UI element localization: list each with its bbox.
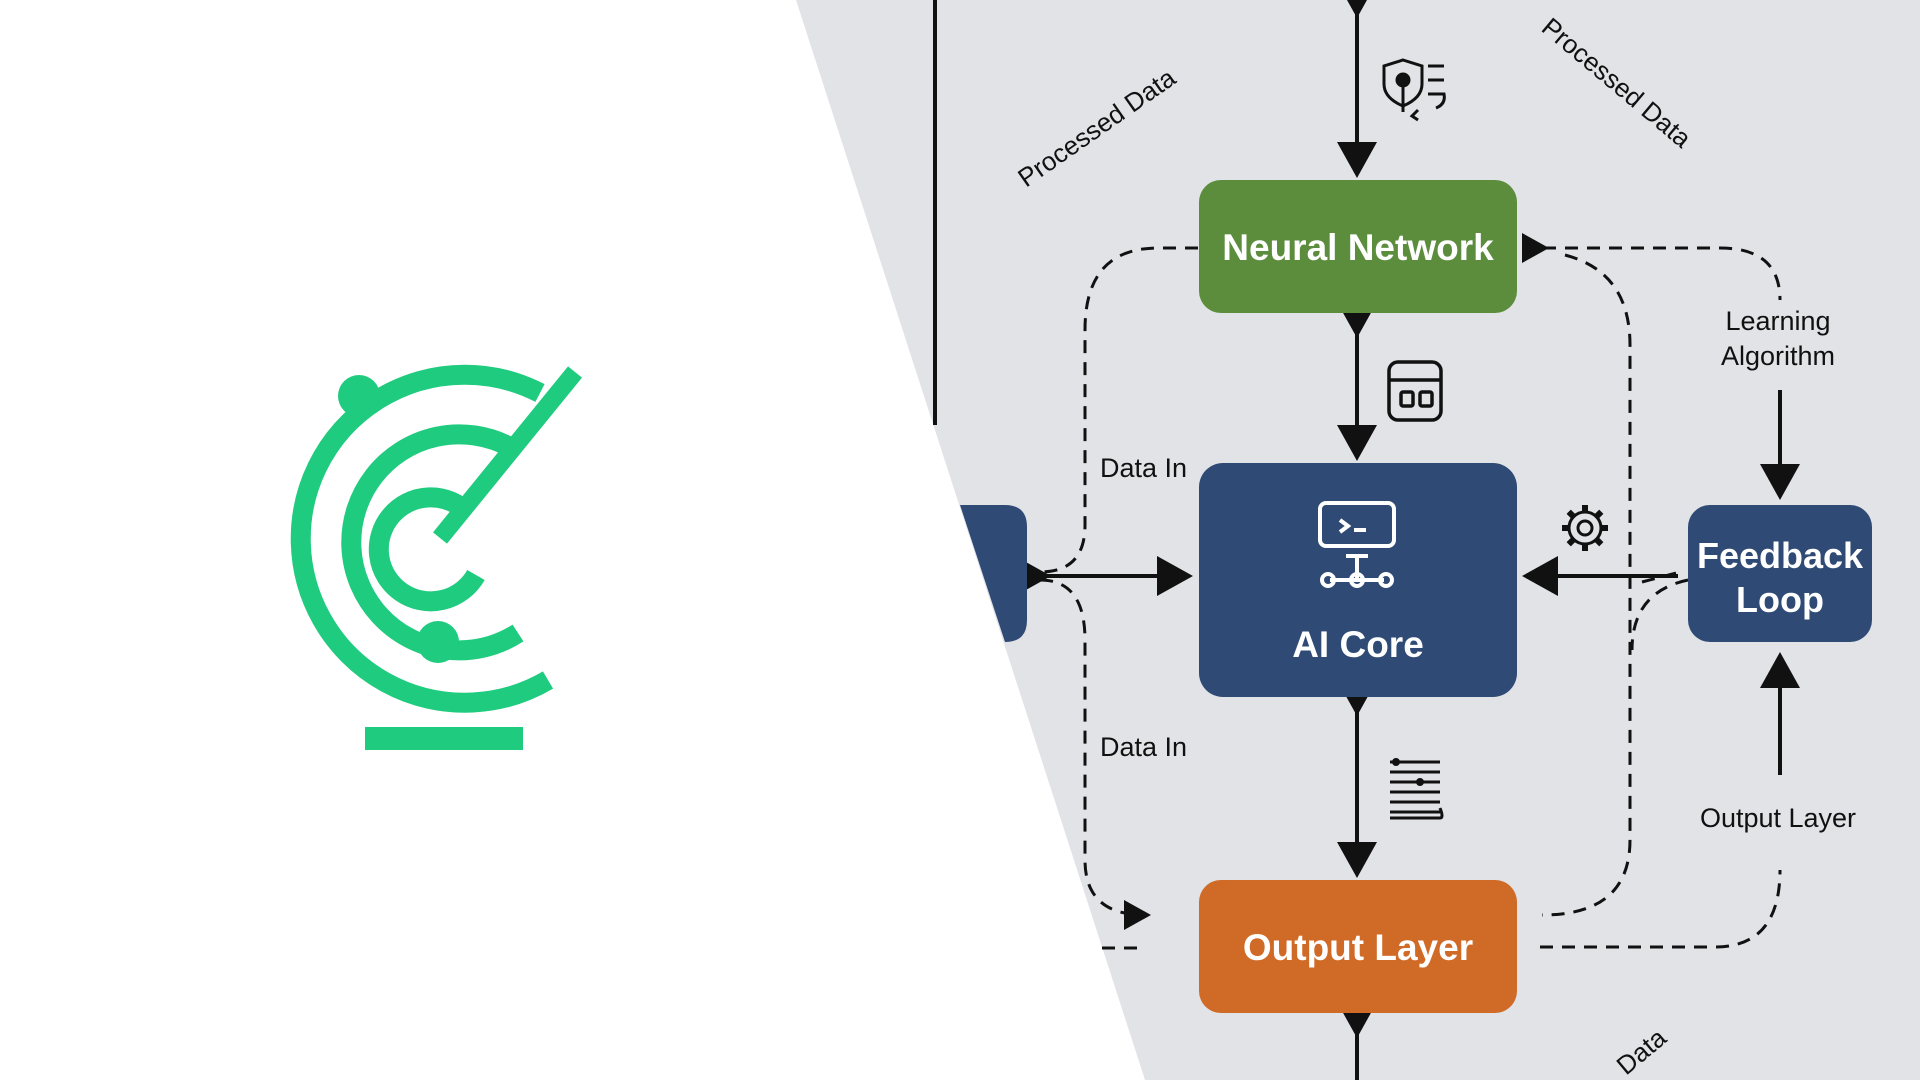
edge-label-algorithm: Algorithm (1721, 341, 1835, 371)
output-layer-node-label: Output Layer (1243, 927, 1473, 968)
chip-layers-icon (1387, 360, 1443, 422)
neural-network-label: Neural Network (1222, 227, 1494, 268)
feedback-loop-label-line2: Loop (1736, 579, 1824, 620)
edge-label-learning: Learning (1725, 306, 1830, 336)
code-chip-icon (1318, 501, 1396, 588)
output-layer-node[interactable]: Output Layer (1199, 880, 1517, 1013)
feedback-loop-label-line1: Feedback (1697, 535, 1864, 576)
solid-connectors (933, 0, 1800, 1080)
orbit-c-logo-icon (290, 364, 582, 750)
shield-brain-icon (1382, 58, 1446, 122)
edge-label-data-in-top: Data In (1100, 453, 1187, 483)
dashed-connector-output-right (1540, 869, 1782, 949)
ai-core-node[interactable]: AI Core (1199, 463, 1517, 697)
neural-network-node[interactable]: Neural Network (1199, 180, 1517, 313)
ai-core-label: AI Core (1292, 624, 1424, 665)
gear-tooth (1594, 537, 1604, 547)
edge-label-output-layer: Output Layer (1700, 803, 1856, 833)
gear-tooth (1594, 509, 1604, 519)
dashed-connector-feedback-down (1630, 578, 1689, 651)
gear-icon (1562, 505, 1608, 551)
feedback-loop-node[interactable]: Feedback Loop (1688, 505, 1872, 642)
input-node-partial[interactable] (960, 505, 1027, 642)
gear-tooth (1566, 537, 1576, 547)
dashed-connector-right-inner (1541, 253, 1632, 917)
dashed-connector-learning-top (1522, 233, 1782, 301)
list-lines-icon (1390, 758, 1444, 820)
edge-label-data-in-bottom: Data In (1100, 732, 1187, 762)
gear-tooth (1566, 509, 1576, 519)
